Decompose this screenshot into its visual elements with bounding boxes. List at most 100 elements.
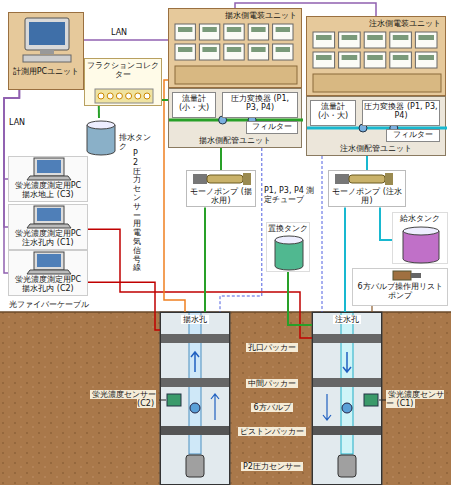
drawing-part [313, 334, 381, 343]
drawing-part [211, 394, 219, 420]
pressure-transducer: 圧力変換器 (P1, P3, P4) [222, 92, 298, 118]
drawing-part [275, 236, 303, 244]
drawing-part [367, 35, 383, 40]
connector-line [380, 207, 392, 240]
part-label: P2圧力センサー用電気信号線 [133, 150, 141, 273]
label-holder: 孔口パッカー [234, 343, 310, 352]
borehole: 揚水孔 [160, 312, 230, 485]
pumping-borehole [160, 312, 230, 485]
connector [84, 40, 168, 41]
connector-line [322, 156, 323, 312]
label-holder: 中間パッカー [234, 379, 310, 388]
drawing-part [251, 47, 265, 52]
drawing-part [415, 52, 437, 68]
drawing-part [29, 22, 65, 45]
connector [288, 272, 312, 325]
drawing-part [335, 174, 349, 184]
replacement-tank: 置換タンク [266, 222, 310, 272]
drawing-part [227, 27, 241, 32]
drain-tank: 排水タンク [84, 118, 160, 158]
pressure-transducer: 圧力変換器 (P1, P3, P4) [362, 100, 440, 126]
node-text: 圧力変換器 (P1, P3, P4) [224, 94, 296, 112]
drawing-part [248, 44, 268, 60]
node-text: 揚水孔 [181, 315, 209, 324]
drawing-part [202, 27, 216, 32]
piping-unit: 注水側配管ユニット圧力変換器 (P1, P3, P4)流量計 (小・大)フィルタ… [306, 96, 446, 156]
drawing-part [316, 35, 332, 40]
drawing-part [227, 47, 241, 52]
node-text: 注水側電装ユニット [311, 19, 441, 28]
node-text: フィルター [248, 122, 296, 131]
edge-label: LAN [8, 118, 26, 127]
node-text: 6方バルブ操作用リストポンプ [354, 282, 446, 300]
drawing-part [161, 426, 229, 435]
drawing-part [312, 312, 382, 485]
pc-unit: 計測用PCユニット [8, 12, 84, 90]
drawing-part [313, 32, 335, 48]
drawing-part [342, 55, 358, 60]
part-label: 蛍光濃度センサー (C2) [90, 390, 156, 408]
node-text: 排水タンク [119, 133, 158, 151]
flow-meter: 流量計 (小・大) [172, 92, 216, 118]
drawing-part [316, 55, 332, 60]
label-holder: P1, P3, P4 測定チューブ [264, 186, 318, 204]
label-holder: 蛍光濃度センサー (C1) [386, 390, 448, 408]
injection-borehole [312, 312, 382, 485]
part-label: P1, P3, P4 測定チューブ [264, 186, 314, 204]
ground [0, 312, 451, 485]
drawing-part [243, 173, 251, 185]
drawing-part [323, 394, 331, 420]
part-label: 蛍光濃度センサー (C1) [386, 390, 444, 408]
drawing-part [364, 52, 386, 68]
drawing-part [37, 160, 61, 173]
connector [205, 207, 206, 312]
node-text: 圧力変換器 (P1, P3, P4) [364, 102, 438, 120]
drawing-part [126, 93, 132, 99]
borehole: 注水孔 [312, 312, 382, 485]
drawing-part [343, 352, 351, 372]
drawing-part [144, 93, 150, 99]
drawing-part [273, 44, 293, 60]
drawing-part [116, 93, 122, 99]
drawing-part [403, 227, 439, 235]
node-text: モーノポンプ (揚水用) [188, 187, 254, 205]
drawing-part [95, 89, 153, 103]
drawing-part [98, 93, 104, 99]
drawing-part [339, 32, 361, 48]
drawing-part [161, 334, 229, 343]
drawing-part [339, 52, 361, 68]
drawing-part [418, 55, 434, 60]
connector [380, 207, 392, 240]
node-text: モーノポンプ (注水用) [330, 187, 404, 205]
drawing-part [224, 44, 244, 60]
drawing-part [34, 206, 64, 224]
connector-line [204, 207, 206, 312]
drawing-part [273, 24, 293, 40]
drawing-part [34, 158, 64, 176]
flow-meter: 流量計 (小・大) [310, 100, 356, 126]
filter-box: フィルター [246, 121, 298, 134]
part-label: 6方バルブ [251, 403, 292, 412]
connector-line [88, 229, 312, 338]
drawing-part [403, 231, 439, 263]
drawing-part [224, 24, 244, 40]
edge-label: 光ファイバーケーブル [8, 300, 90, 309]
drawing-part [313, 74, 441, 92]
drawing-part [23, 55, 71, 62]
label-holder: ピストンパッカー [234, 427, 310, 436]
label-holder: LAN [8, 118, 26, 127]
connector [345, 207, 346, 312]
node-text: 蛍光濃度測定用PC 注水孔内 (C1) [10, 229, 86, 247]
drawing-part [313, 426, 381, 435]
drawing-part [276, 27, 290, 32]
drawing-part [393, 55, 409, 60]
icon [307, 17, 445, 95]
drawing-part [207, 175, 243, 183]
label-holder: P2圧力センサー用電気信号線 [133, 150, 141, 273]
drawing-part [342, 403, 352, 413]
supply-tank: 給水タンク [392, 212, 448, 264]
drawing-part [349, 175, 385, 183]
node-text: フィルター [388, 130, 438, 139]
icon [9, 13, 83, 89]
